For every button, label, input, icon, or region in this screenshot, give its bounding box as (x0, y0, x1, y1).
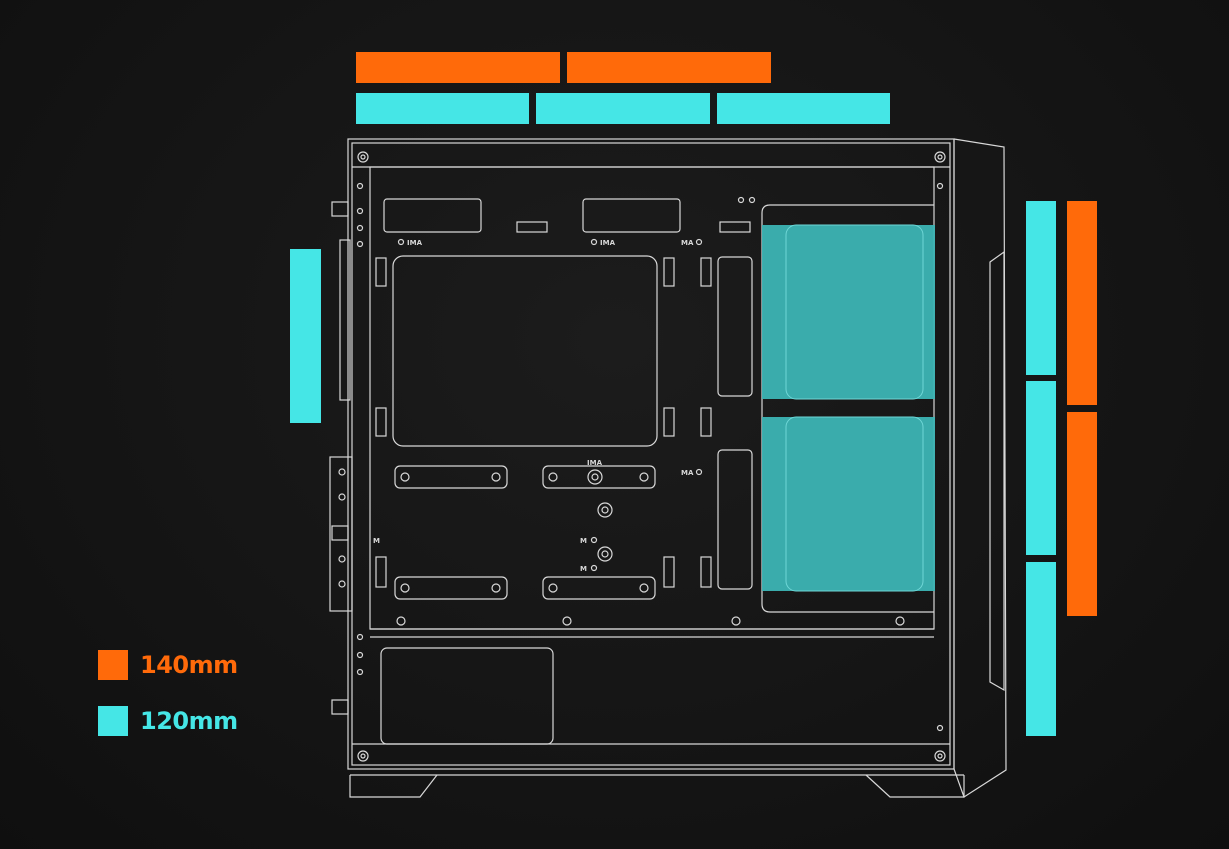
top-fan-120-slot-2 (536, 93, 710, 124)
case-foot-front (865, 774, 965, 798)
case-foot-rear (349, 774, 438, 798)
front-fan-120-slot-3 (1026, 562, 1056, 736)
label-ma-2: MA (681, 469, 694, 477)
legend-swatch-140mm (98, 650, 128, 680)
radiator-bracket (761, 204, 934, 613)
legend-label-140mm: 140mm (140, 651, 238, 679)
top-fan-140-slot-2 (567, 52, 771, 83)
label-ima-2: IMA (600, 239, 616, 247)
legend-swatch-120mm (98, 706, 128, 736)
legend-item-140mm: 140mm (98, 650, 238, 680)
front-fan-120-slot-1 (1026, 201, 1056, 375)
top-fan-140-slot-1 (356, 52, 560, 83)
legend-label-120mm: 120mm (140, 707, 238, 735)
legend: 140mm 120mm (98, 650, 238, 762)
label-m-3: M (580, 565, 587, 573)
label-ima-3: IMA (587, 459, 603, 467)
front-panel (953, 138, 1007, 798)
front-fan-140-slot-2 (1067, 412, 1097, 616)
front-fan-140-slot-1 (1067, 201, 1097, 405)
radiator-120-upper (762, 225, 935, 399)
label-m-1: M (373, 537, 380, 545)
legend-item-120mm: 120mm (98, 706, 238, 736)
cpu-cutout (392, 255, 658, 447)
label-ma-1: MA (681, 239, 694, 247)
radiator-120-lower (762, 417, 935, 591)
rear-fan-120-slot (290, 249, 321, 423)
top-fan-120-slot-3 (717, 93, 890, 124)
label-m-2: M (580, 537, 587, 545)
front-fan-120-slot-2 (1026, 381, 1056, 555)
label-ima-1: IMA (407, 239, 423, 247)
top-fan-120-slot-1 (356, 93, 529, 124)
psu-cutout (380, 647, 554, 745)
